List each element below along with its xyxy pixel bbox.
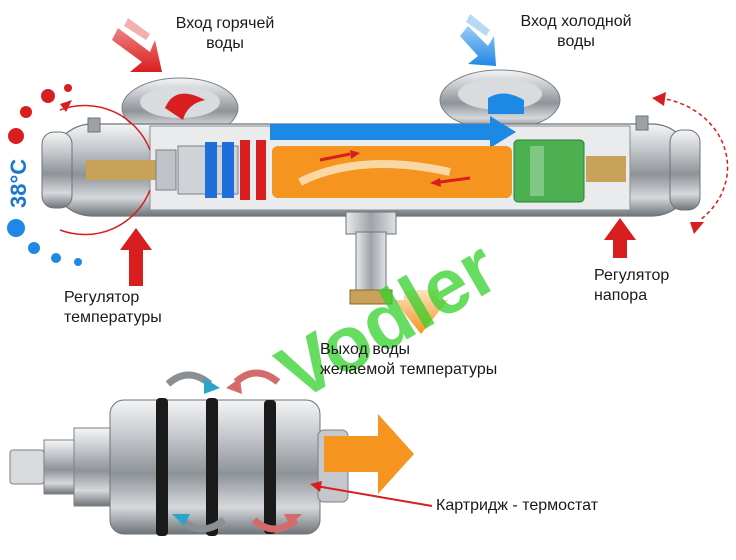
outlet-pipe [345, 211, 397, 305]
knob-screw-left [87, 117, 101, 133]
temperature-rotation-arc [59, 100, 151, 236]
cold-inlet-label: Вход холодной воды [506, 12, 646, 52]
outlet-label-line1: Выход воды [320, 341, 411, 358]
pressure-regulator-label: Регулятор напора [594, 266, 669, 306]
pressure-regulator-label-line2: напора [594, 287, 648, 304]
cartridge-pointer [310, 481, 433, 507]
temperature-readout: 38°C [6, 158, 31, 208]
outlet-label: Выход воды желаемой температуры [320, 340, 497, 380]
pressure-rotation-arc [652, 92, 729, 234]
temperature-dots [7, 84, 82, 266]
hot-inlet-arrow [112, 18, 162, 72]
cold-flow-channel [270, 116, 516, 148]
outlet-label-line2: желаемой температуры [320, 361, 498, 378]
cartridge-flow-arrow [324, 414, 414, 494]
temperature-regulator-label: Регулятор температуры [64, 288, 162, 328]
cold-inlet-label-line1: Вход холодной [520, 13, 632, 30]
cold-inlet-elbow [439, 69, 561, 131]
pressure-cartridge [513, 139, 626, 203]
hot-inlet-label-line1: Вход горячей [175, 15, 275, 32]
mixing-chamber [272, 146, 512, 198]
pressure-regulator-label-line1: Регулятор [594, 267, 670, 284]
temperature-regulator-label-line1: Регулятор [64, 289, 140, 306]
hot-inlet-label: Вход горячей воды [160, 14, 290, 54]
cartridge-label: Картридж - термостат [436, 497, 599, 514]
hot-inlet-label-line2: воды [206, 35, 244, 52]
knob-screw-right [635, 115, 649, 131]
cold-inlet-arrow [460, 14, 496, 66]
temperature-regulator-arrow [120, 228, 152, 286]
outlet-arrow [394, 290, 448, 334]
temperature-spindle [86, 140, 266, 200]
cold-inlet-label-line2: воды [557, 33, 595, 50]
hot-inlet-elbow [121, 77, 239, 139]
temperature-regulator-label-line2: температуры [64, 309, 162, 326]
cartridge-rotation-arrows [165, 369, 302, 533]
pressure-regulator-arrow [604, 218, 636, 258]
